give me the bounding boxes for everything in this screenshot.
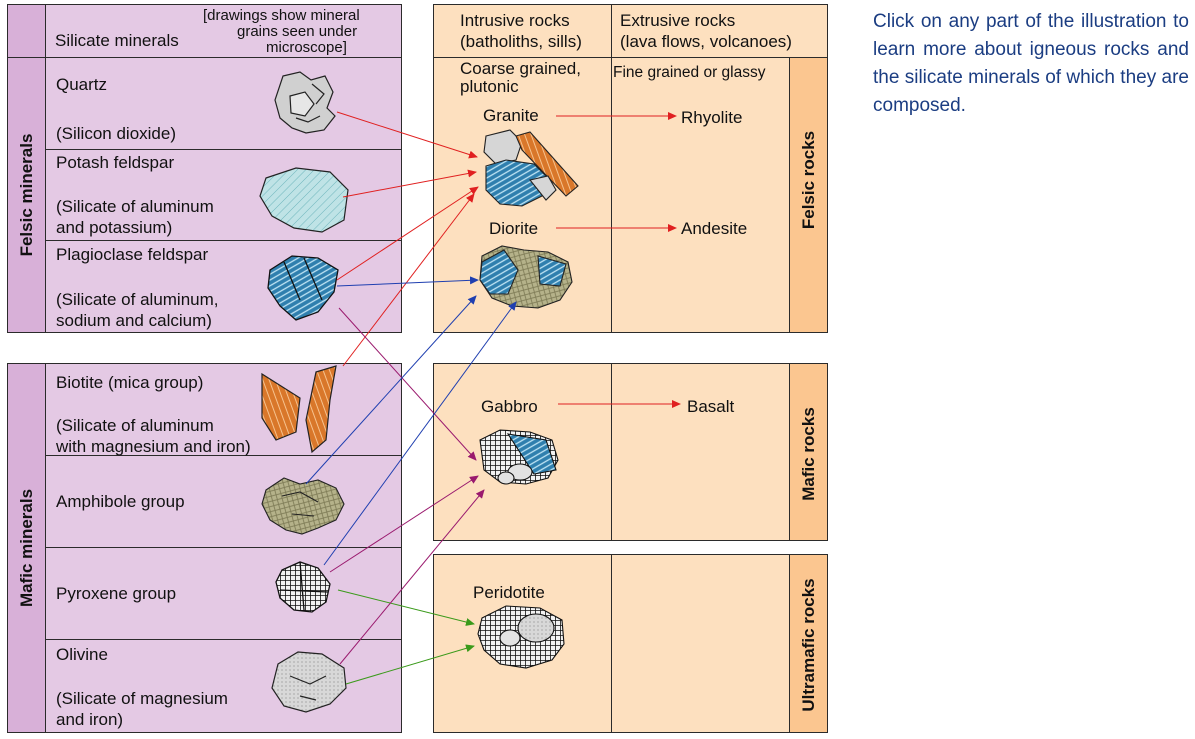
- plagioclase-to-granite-arrow: [336, 186, 479, 281]
- intrusive-title-1: Intrusive rocks: [460, 11, 570, 30]
- silicate-minerals-header[interactable]: [7, 4, 402, 58]
- olivine-desc-2: and iron): [56, 710, 124, 729]
- divider: [45, 455, 402, 456]
- divider: [611, 554, 612, 733]
- gabbro-rock-drawing[interactable]: [479, 429, 559, 485]
- header-corner: [7, 4, 46, 58]
- divider: [45, 149, 402, 150]
- peridotite-rock-drawing[interactable]: [477, 605, 565, 669]
- diorite-rock-drawing[interactable]: [479, 245, 573, 309]
- felsic-minerals-strip[interactable]: [7, 57, 46, 333]
- quartz-desc: (Silicon dioxide): [56, 124, 176, 143]
- ultramafic-rocks-strip[interactable]: [789, 554, 828, 733]
- mafic-minerals-strip[interactable]: [7, 363, 46, 733]
- divider: [611, 4, 612, 58]
- peridotite-label[interactable]: Peridotite: [473, 583, 545, 602]
- coarse-grained-1: Coarse grained,: [460, 59, 581, 78]
- drawings-note-1: [drawings show mineral: [203, 7, 360, 24]
- basalt-label[interactable]: Basalt: [687, 397, 735, 416]
- fine-grained: Fine grained or glassy: [613, 64, 766, 81]
- olivine-name[interactable]: Olivine: [56, 645, 108, 664]
- plagioclase-name[interactable]: Plagioclase feldspar: [56, 245, 209, 264]
- felsic-rocks-strip[interactable]: [789, 57, 828, 333]
- divider: [611, 363, 612, 541]
- mineral-arrows: [305, 111, 517, 685]
- pyroxene-to-gabbro-arrow: [329, 475, 479, 573]
- biotite-grain-drawing[interactable]: [261, 365, 337, 454]
- amphibole-name[interactable]: Amphibole group: [56, 492, 185, 511]
- potash-feldspar-grain-drawing[interactable]: [259, 167, 349, 233]
- divider: [611, 57, 612, 333]
- potash-to-granite-arrow: [342, 169, 477, 198]
- olivine-to-peridotite-arrow: [345, 644, 475, 685]
- biotite-name[interactable]: Biotite (mica group): [56, 373, 204, 392]
- biotite-desc-2: with magnesium and iron): [56, 437, 251, 456]
- olivine-desc-1: (Silicate of magnesium: [56, 689, 228, 708]
- amphibole-grain-drawing[interactable]: [261, 477, 345, 535]
- quartz-name[interactable]: Quartz: [56, 75, 108, 94]
- extrusive-title-2: (lava flows, volcanoes): [620, 32, 792, 51]
- divider: [45, 639, 402, 640]
- quartz-grain-drawing[interactable]: [274, 71, 336, 134]
- gabbro-label[interactable]: Gabbro: [481, 397, 538, 416]
- pyroxene-name[interactable]: Pyroxene group: [56, 584, 177, 603]
- pyroxene-grain-drawing[interactable]: [275, 561, 331, 613]
- pyroxene-to-diorite-arrow: [323, 301, 517, 566]
- coarse-grained-2: plutonic: [460, 77, 519, 96]
- pyroxene-to-peridotite-arrow: [337, 589, 475, 626]
- andesite-label[interactable]: Andesite: [681, 219, 748, 238]
- plagioclase-desc-1: (Silicate of aluminum,: [56, 290, 219, 309]
- rock-arrows: [556, 112, 681, 408]
- granite-rock-drawing[interactable]: [483, 129, 579, 207]
- potash-desc-2: and potassium): [56, 218, 173, 237]
- intrusive-title-2: (batholiths, sills): [460, 32, 582, 51]
- drawings-note-3: microscope]: [266, 39, 347, 56]
- divider: [45, 240, 402, 241]
- biotite-desc-1: (Silicate of aluminum: [56, 416, 214, 435]
- olivine-grain-drawing[interactable]: [271, 651, 347, 713]
- granite-label[interactable]: Granite: [483, 106, 539, 125]
- plagioclase-desc-2: sodium and calcium): [56, 311, 212, 330]
- biotite-to-granite-arrow: [342, 193, 475, 367]
- quartz-to-granite-arrow: [336, 111, 478, 159]
- potash-name[interactable]: Potash feldspar: [56, 153, 175, 172]
- divider: [45, 547, 402, 548]
- amphibole-to-diorite-arrow: [305, 295, 477, 485]
- plagioclase-to-gabbro-arrow: [338, 307, 477, 461]
- olivine-to-gabbro-arrow: [339, 489, 485, 665]
- mafic-rocks-strip[interactable]: [789, 363, 828, 541]
- extrusive-title-1: Extrusive rocks: [620, 11, 736, 30]
- silicate-minerals-title: Silicate minerals: [55, 31, 179, 50]
- rhyolite-label[interactable]: Rhyolite: [681, 108, 743, 127]
- potash-desc-1: (Silicate of aluminum: [56, 197, 214, 216]
- drawings-note-2: grains seen under: [237, 23, 358, 40]
- info-text: Click on any part of the illustration to…: [873, 11, 1189, 116]
- plagioclase-to-diorite-arrow: [336, 276, 479, 287]
- diorite-label[interactable]: Diorite: [489, 219, 539, 238]
- plagioclase-grain-drawing[interactable]: [267, 255, 339, 321]
